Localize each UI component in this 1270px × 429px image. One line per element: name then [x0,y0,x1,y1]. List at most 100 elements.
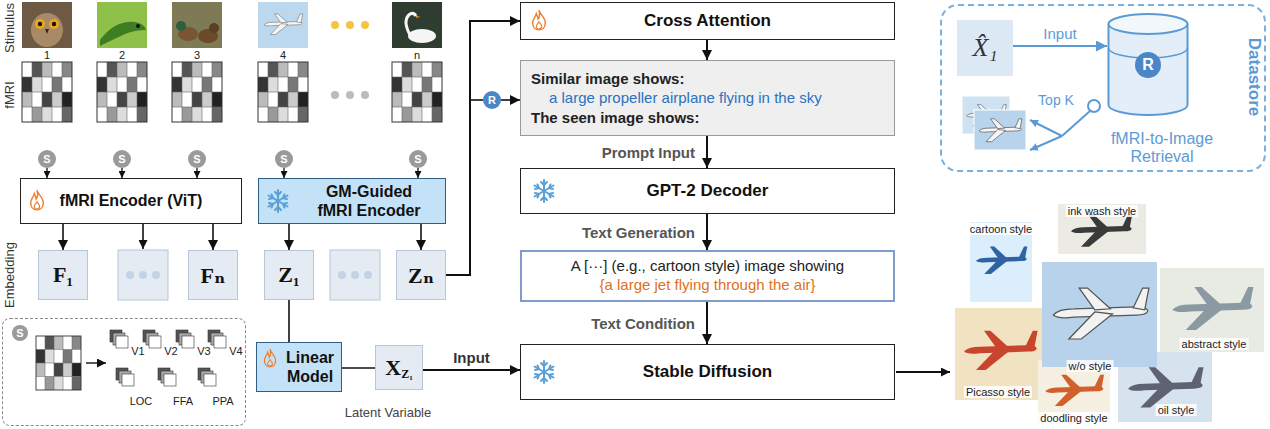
source-circle: S [38,150,56,168]
frozen-icon [535,361,554,383]
connector-arrow [62,224,64,250]
stimulus-image-part [97,2,147,48]
stimulus-image-part [38,22,42,26]
roi-legend-art [36,330,226,390]
ellipsis-dots-part [361,21,369,29]
node-text: PPA [212,395,233,407]
node-text: S [414,154,421,165]
axis-label: Embedding [2,242,17,308]
datastore-panel: Datastore fMRI-to-Image Retrieval X̂₁ R [940,4,1266,172]
query-box: X̂₁ [957,20,1013,76]
node-text: V2 [164,345,177,357]
embedding-box: Fₙ [188,250,238,300]
fmri-grid [22,62,442,122]
roi-legend-art-part [198,368,216,386]
ellipsis-embedding-part [139,271,147,279]
stimulus-image-part [392,2,442,48]
style-label: doodling style [1038,412,1109,424]
top-k-fork-part [1088,100,1100,112]
node-text: Z₁ [401,367,413,382]
arrow-line [142,224,144,249]
stimulus-image-part [258,2,308,48]
index-number: 1 [44,49,50,61]
node-text: Z₁ [278,262,299,288]
ellipsis-embedding-part [351,271,359,279]
stimulus-image-part [22,2,72,48]
node-text: fMRI-to-Image Retrieval [1098,130,1226,167]
styled-output-image-part [1172,287,1253,330]
styled-output-image [955,204,1264,424]
embedding-box: F₁ [38,250,88,300]
fmri-grid-part [22,62,72,122]
connector-arrow [706,214,708,250]
ellipsis-dots-part [331,21,339,29]
trainable-icon [31,190,44,210]
style-label: cartoon style [968,223,1034,235]
stimulus-image [392,2,442,48]
node-text: R [488,95,496,106]
node-text: GM-Guided fMRI Encoder [312,182,426,220]
node-text: X̂₁ [973,33,998,63]
node-text: Zₙ [408,262,434,289]
stimulus-image [172,2,222,48]
styled-output-image-part [955,308,1045,400]
embedding-box: Zₙ [396,250,446,300]
ellipsis-embedding [118,250,380,300]
stimulus-image-part [45,29,49,34]
connector-arrow [706,302,708,344]
node-text: V4 [229,345,242,357]
stimulus-image-part [52,22,56,26]
connector-arrow [342,367,375,369]
node-text: Cross Attention [644,11,771,31]
styled-output-image-part [1053,288,1149,339]
node-text: R [1135,52,1161,78]
fmri-grid-part [258,62,308,122]
connector-arrow [423,369,520,371]
stimulus-image-part [264,14,303,35]
styled-output-image-part [1058,204,1146,254]
connector-arrow [196,168,197,178]
branch-line [470,99,483,101]
connector-arrow [501,99,520,101]
stimulus-image-part [31,13,63,47]
node-text: Stable Diffusion [643,362,772,382]
node-text: Datastore [1244,38,1264,116]
embedding-box: Z₁ [264,250,314,300]
style-label: Picasso style [964,386,1032,398]
node-text: FFA [173,395,193,407]
edge-label: Input [1043,25,1076,42]
node-text: S [280,154,287,165]
edge-label: Text Condition [591,315,695,332]
node-text: X [385,355,401,381]
frozen-icon [269,190,288,212]
stimulus-image-part [35,19,45,29]
connector-arrow [212,224,214,250]
encoder-box: fMRI Encoder (ViT) [20,178,242,224]
styled-output-image-part [976,247,1028,274]
stimulus-image-part [49,19,59,29]
styled-output-image-part [1071,214,1132,247]
node-text: Fₙ [201,262,226,289]
style-label: w/o style [1067,360,1114,372]
node-text: {a large jet flying through the air} [600,276,816,295]
process-box: GPT-2 Decoder [520,168,895,214]
edge-label: Prompt Input [602,144,695,161]
ellipsis-embedding-part [364,271,372,279]
ellipsis-embedding-part [338,271,346,279]
trainable-icon [264,349,275,367]
connector-arrow [417,168,418,178]
connector-arrow [446,21,520,275]
top-k-fork-part [1030,120,1062,136]
retrieved-image [962,96,1026,150]
stimulus-image-part [136,24,140,28]
node-text: fMRI Encoder (ViT) [60,191,203,210]
axis-label: fMRI [2,81,17,108]
node-text: A [···] (e.g., cartoon style) image show… [571,257,844,276]
index-number: n [414,49,420,61]
process-box: Cross Attention [520,2,895,40]
index-number: 3 [194,49,200,61]
edge-label: Input [453,349,490,366]
node-text: The seen image shows: [531,108,699,128]
connector-arrow [706,136,708,168]
